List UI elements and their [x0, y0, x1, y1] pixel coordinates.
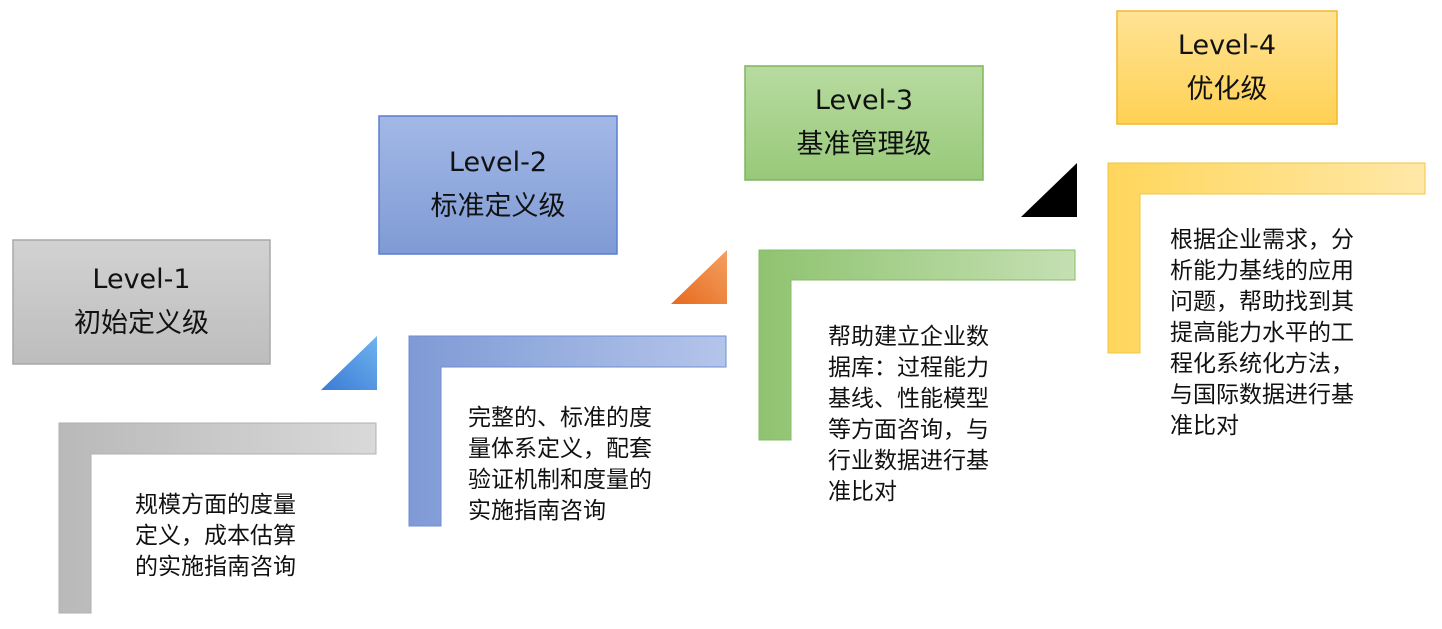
level-3-name: 基准管理级: [796, 129, 932, 160]
level-4-desc-line: 程化系统化方法，: [1170, 351, 1354, 377]
level-3-description: 帮助建立企业数 据库：过程能力 基线、性能模型 等方面咨询，与 行业数据进行基 …: [828, 322, 1048, 508]
level-4-desc-line: 与国际数据进行基: [1170, 382, 1354, 408]
level-1-title: Level-1: [92, 264, 191, 295]
level-1-name: 初始定义级: [74, 308, 209, 339]
level-4-desc-line: 问题，帮助找到其: [1170, 289, 1354, 315]
level-4-desc-line: 析能力基线的应用: [1170, 258, 1354, 284]
step-triangle-black: [1021, 163, 1077, 217]
step-triangle-blue: [321, 336, 377, 390]
level-2-desc-line: 实施指南咨询: [468, 498, 606, 524]
level-1-box: [12, 239, 271, 365]
level-3-box: [744, 65, 984, 181]
level-4-desc-line: 根据企业需求，分: [1170, 227, 1354, 253]
level-2-title: Level-2: [448, 147, 548, 178]
level-2-desc-line: 验证机制和度量的: [468, 467, 652, 493]
level-4-label: Level-4 优化级: [1117, 11, 1337, 124]
level-3-desc-line: 基线、性能模型: [828, 386, 989, 412]
level-3-bracket: [758, 249, 1076, 441]
level-4-description: 根据企业需求，分 析能力基线的应用 问题，帮助找到其 提高能力水平的工 程化系统…: [1170, 225, 1415, 442]
level-2-desc-line: 量体系定义，配套: [468, 436, 652, 462]
level-1-bracket: [58, 422, 377, 614]
level-1-description: 规模方面的度量 定义，成本估算 的实施指南咨询: [135, 490, 345, 583]
level-3-desc-line: 等方面咨询，与: [828, 417, 989, 443]
level-3-label: Level-3 基准管理级: [745, 66, 983, 180]
level-3-title: Level-3: [814, 85, 914, 116]
level-2-name: 标准定义级: [430, 191, 566, 222]
step-triangle-orange: [671, 250, 727, 304]
level-3-desc-line: 准比对: [828, 479, 897, 505]
level-3-desc-line: 据库：过程能力: [828, 355, 989, 381]
level-4-box: [1116, 10, 1338, 125]
level-1-desc-line: 定义，成本估算: [135, 523, 296, 549]
level-4-desc-line: 准比对: [1170, 413, 1239, 439]
level-4-title: Level-4: [1177, 29, 1277, 61]
level-3-desc-line: 帮助建立企业数: [828, 324, 989, 350]
level-1-desc-line: 的实施指南咨询: [135, 554, 296, 580]
level-2-bracket: [408, 335, 727, 527]
level-1-desc-line: 规模方面的度量: [135, 492, 296, 518]
level-2-description: 完整的、标准的度 量体系定义，配套 验证机制和度量的 实施指南咨询: [468, 403, 708, 527]
level-2-label: Level-2 标准定义级: [379, 116, 617, 254]
level-3-desc-line: 行业数据进行基: [828, 448, 989, 474]
level-4-desc-line: 提高能力水平的工: [1170, 320, 1354, 346]
level-4-name: 优化级: [1186, 73, 1268, 105]
level-4-bracket: [1107, 162, 1426, 354]
level-1-label: Level-1 初始定义级: [13, 240, 270, 364]
level-2-desc-line: 完整的、标准的度: [468, 405, 652, 431]
level-2-box: [378, 115, 618, 255]
